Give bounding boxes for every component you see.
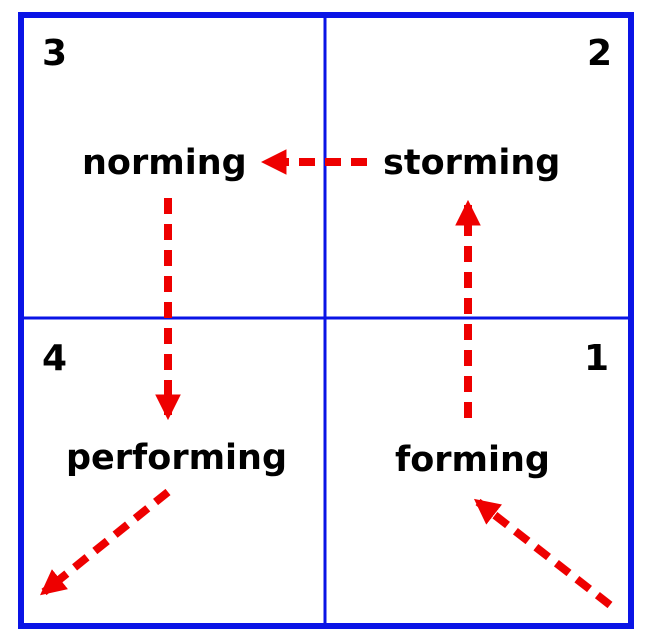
- stage-label-storming: storming: [383, 143, 561, 183]
- quadrant-number-4: 4: [42, 338, 68, 379]
- quadrant-number-3: 3: [42, 33, 68, 74]
- quadrant-number-2: 2: [587, 33, 613, 74]
- arrow-performing-exit: [40, 488, 171, 596]
- stage-label-norming: norming: [82, 143, 247, 183]
- quadrant-number-1: 1: [584, 338, 610, 379]
- stage-label-performing: performing: [66, 438, 288, 478]
- stage-label-forming: forming: [395, 440, 550, 480]
- arrow-entry-to-forming: [473, 498, 613, 609]
